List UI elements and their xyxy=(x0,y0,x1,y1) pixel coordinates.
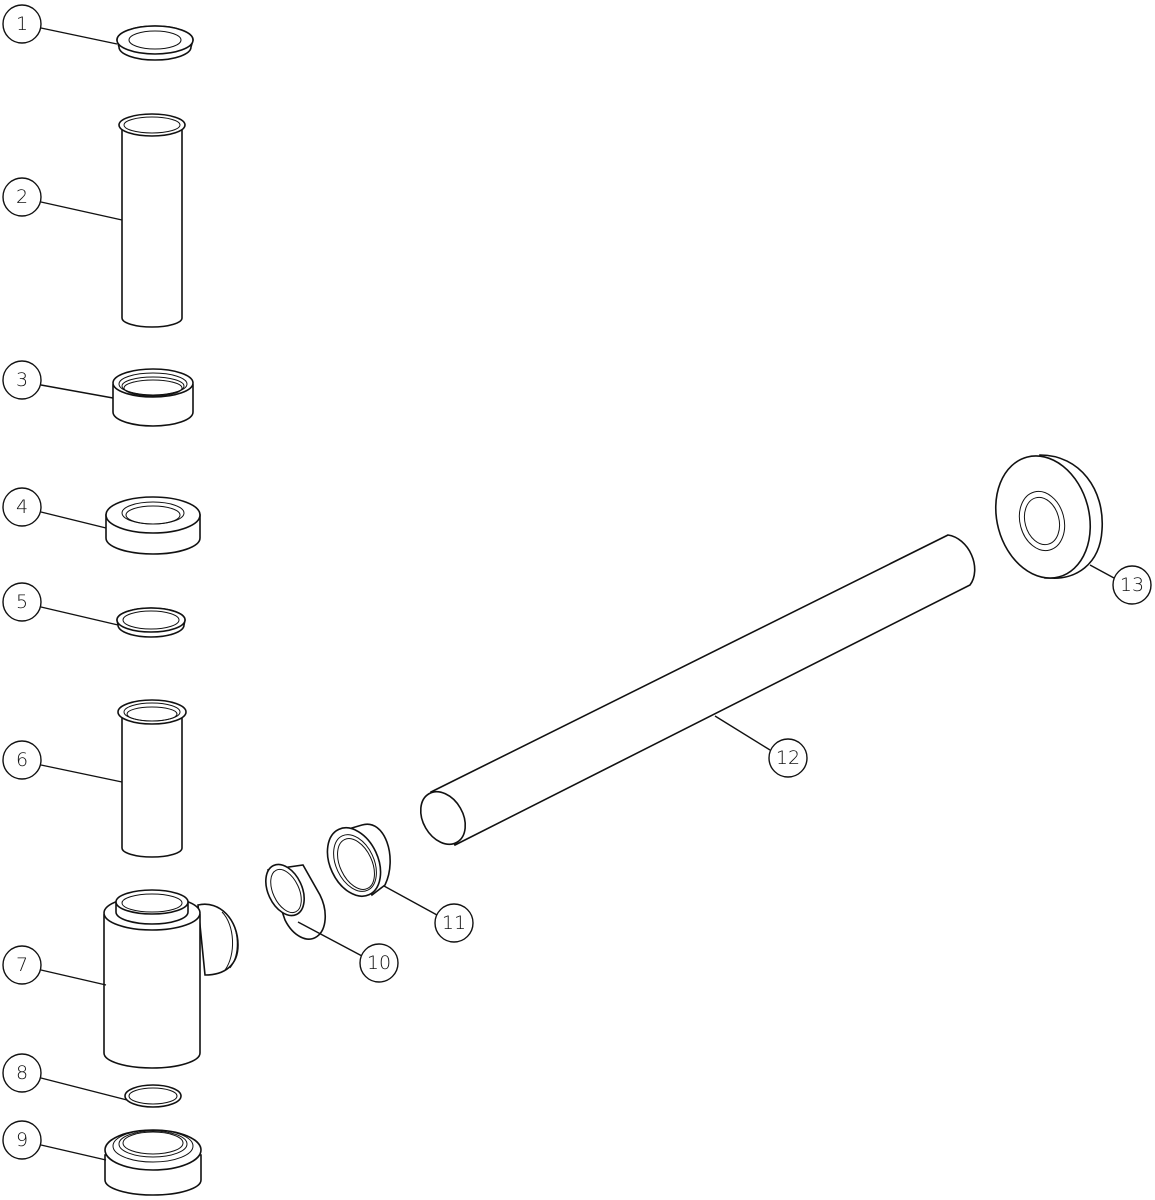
part-6-threaded-tube xyxy=(117,699,187,858)
part-9-bottom-cap xyxy=(104,1129,202,1196)
leader-lines xyxy=(40,27,1115,1161)
callout-4: 4 xyxy=(2,487,42,527)
callout-number: 3 xyxy=(16,369,28,391)
part-4-nut xyxy=(105,496,201,555)
callout-9: 9 xyxy=(2,1120,42,1160)
part-5-washer xyxy=(116,607,186,638)
callout-12: 12 xyxy=(768,738,808,778)
callout-11: 11 xyxy=(434,903,474,943)
callout-number: 2 xyxy=(16,186,28,208)
callout-6: 6 xyxy=(2,740,42,780)
callout-number: 4 xyxy=(16,496,28,518)
callout-8: 8 xyxy=(2,1053,42,1093)
part-13-wall-flange xyxy=(994,454,1103,579)
callout-5: 5 xyxy=(2,582,42,622)
callout-number: 9 xyxy=(16,1129,28,1151)
part-12-pipe xyxy=(419,534,976,847)
callout-10: 10 xyxy=(359,943,399,983)
callout-number: 1 xyxy=(16,13,28,35)
callout-2: 2 xyxy=(2,177,42,217)
callout-number: 11 xyxy=(442,912,466,934)
callout-1: 1 xyxy=(2,4,42,44)
part-8-o-ring xyxy=(124,1084,182,1108)
part-10-seal xyxy=(265,863,327,940)
part-7-trap-body xyxy=(103,889,239,1069)
callout-7: 7 xyxy=(2,945,42,985)
callout-number: 5 xyxy=(16,591,28,613)
part-1-ring xyxy=(116,25,194,61)
part-11-nut xyxy=(326,823,391,897)
part-2-tube xyxy=(118,113,186,328)
callout-number: 13 xyxy=(1120,574,1144,596)
part-3-nut xyxy=(112,368,194,427)
callout-13: 13 xyxy=(1112,565,1152,605)
callout-number: 7 xyxy=(16,954,28,976)
callout-number: 10 xyxy=(367,952,391,974)
callout-number: 8 xyxy=(16,1062,28,1084)
callout-number: 12 xyxy=(776,747,800,769)
callout-number: 6 xyxy=(16,749,28,771)
callout-3: 3 xyxy=(2,360,42,400)
